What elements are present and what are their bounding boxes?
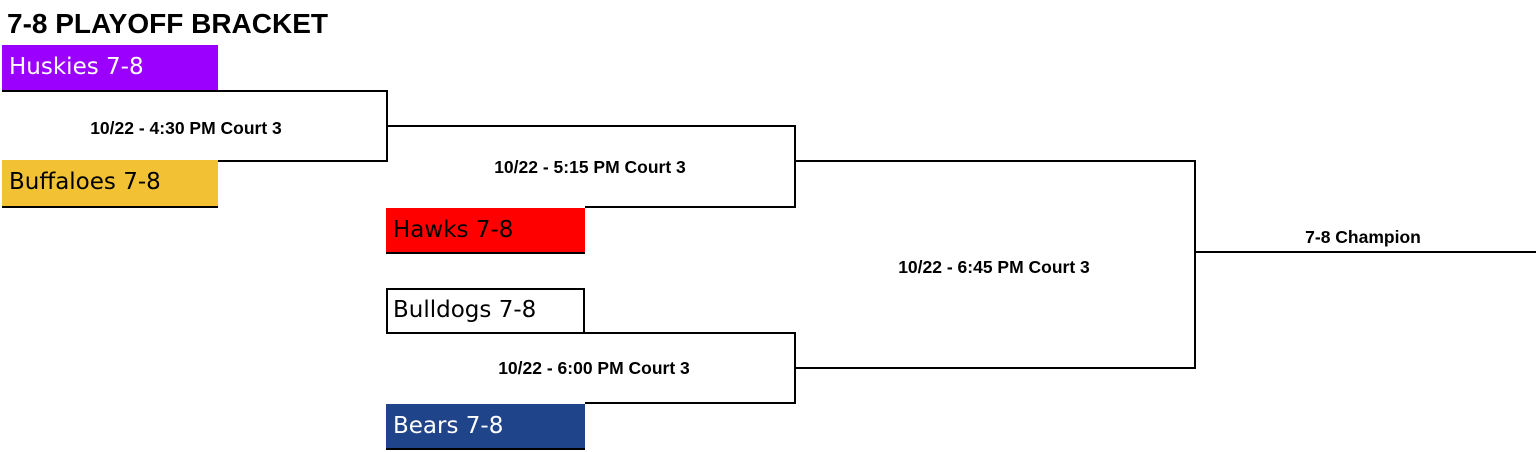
team-name-bears: Bears 7-8 [393,413,504,439]
team-name-bulldogs: Bulldogs 7-8 [393,297,537,323]
team-slot-hawks: Hawks 7-8 [386,208,585,254]
team-slot-buffaloes: Buffaloes 7-8 [2,160,218,208]
team-name-buffaloes: Buffaloes 7-8 [9,169,161,195]
game-label-1: 10/22 - 4:30 PM Court 3 [90,118,282,138]
game-label-3: 10/22 - 6:00 PM Court 3 [498,358,690,378]
team-name-hawks: Hawks 7-8 [393,217,514,243]
bracket-connector-game4 [795,160,1196,369]
team-slot-huskies: Huskies 7-8 [2,45,218,92]
team-name-huskies: Huskies 7-8 [9,54,144,80]
team-slot-bulldogs: Bulldogs 7-8 [386,288,585,334]
team-slot-bears: Bears 7-8 [386,404,585,450]
champion-label: 7-8 Champion [1305,227,1421,247]
game-label-4: 10/22 - 6:45 PM Court 3 [898,257,1090,277]
bracket-connector-game2 [387,125,796,208]
game-label-2: 10/22 - 5:15 PM Court 3 [494,157,686,177]
bracket-title: 7-8 PLAYOFF BRACKET [7,8,329,39]
